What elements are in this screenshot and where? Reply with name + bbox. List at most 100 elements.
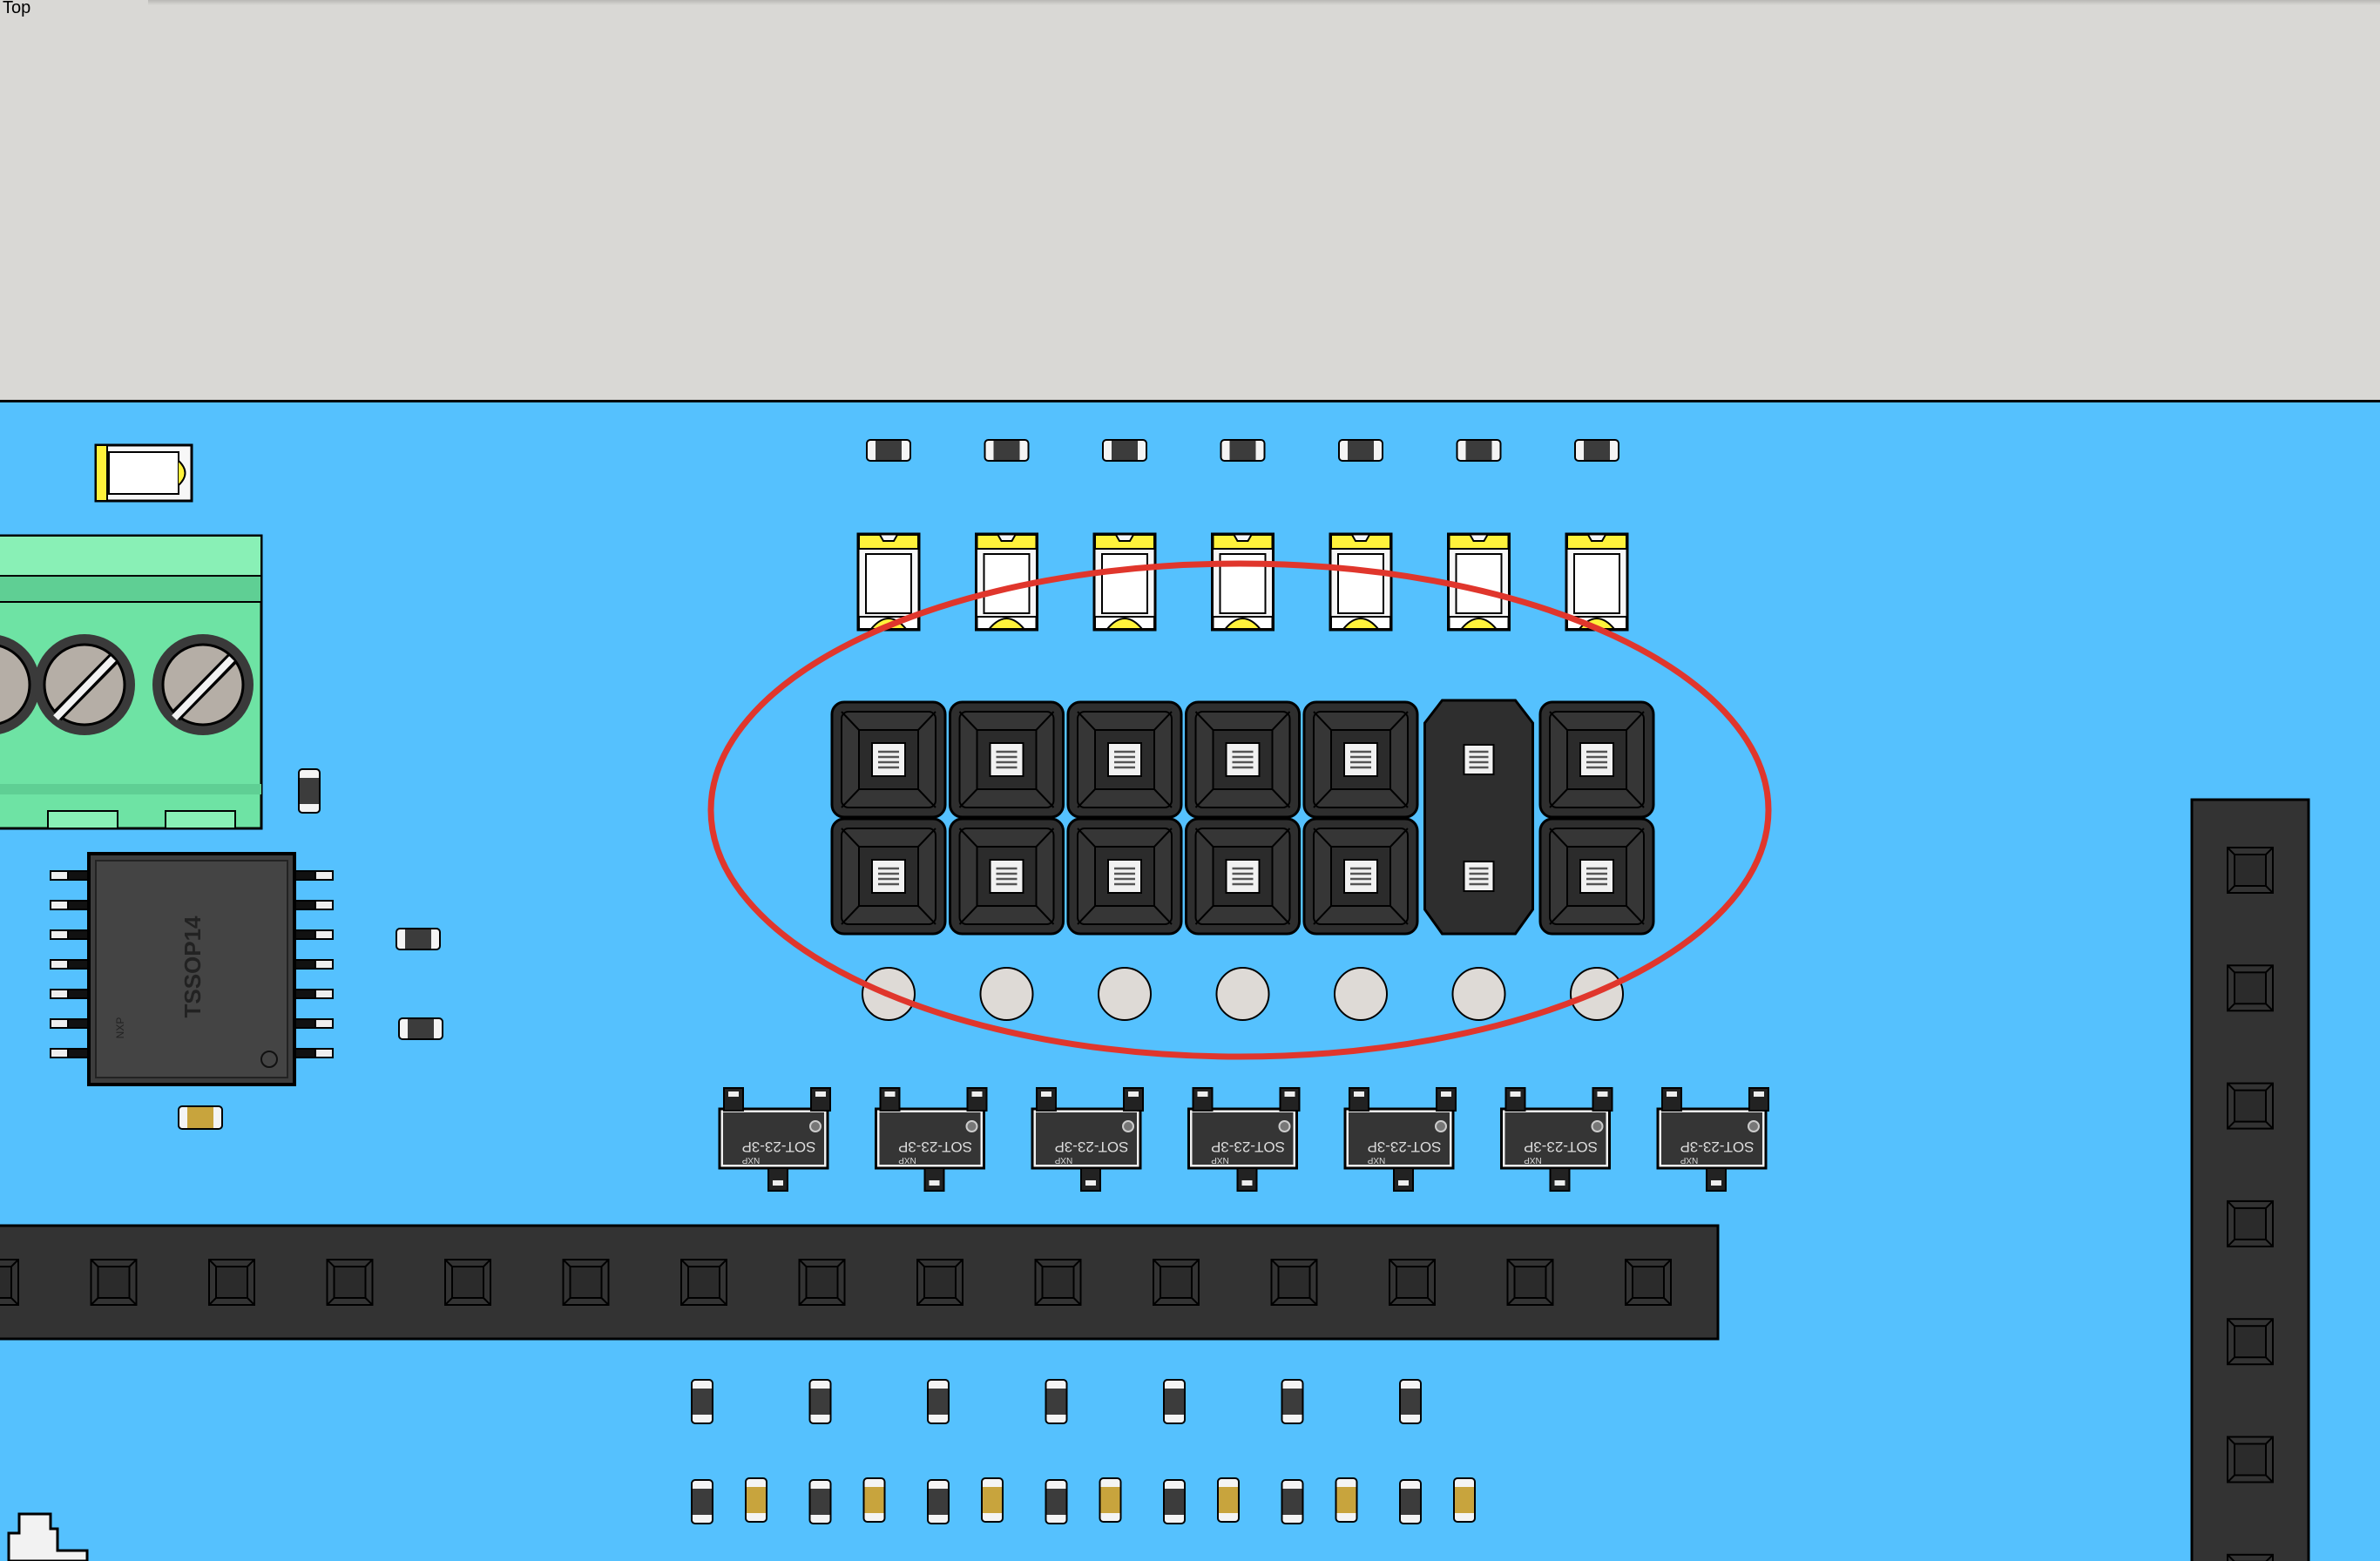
ic-tssop14[interactable]: TSSOP14 NXP (50, 852, 334, 1086)
transistor-sot23[interactable] (718, 1086, 832, 1193)
ic-pin (50, 959, 69, 970)
pcb-board[interactable] (0, 400, 2380, 1561)
component-partial[interactable] (7, 1512, 89, 1561)
ic-package-label: TSSOP14 (179, 916, 206, 1018)
test-pad[interactable] (1215, 967, 1270, 1021)
resistor[interactable] (1163, 1379, 1186, 1424)
test-pad[interactable] (1451, 967, 1506, 1021)
header-pad[interactable] (2227, 1199, 2274, 1247)
transistor-sot23[interactable] (1343, 1086, 1457, 1193)
resistor[interactable] (1281, 1479, 1304, 1524)
capacitor[interactable] (745, 1477, 767, 1523)
test-pad[interactable] (1098, 967, 1152, 1021)
header-pin[interactable] (830, 700, 947, 819)
test-pad[interactable] (1334, 967, 1388, 1021)
resistor[interactable] (691, 1379, 713, 1424)
header-pad[interactable] (2227, 1553, 2274, 1561)
header-pad[interactable] (90, 1259, 138, 1306)
transistor-sot23[interactable] (1500, 1086, 1613, 1193)
header-pad[interactable] (2227, 1436, 2274, 1483)
capacitor[interactable] (178, 1105, 223, 1130)
test-pad[interactable] (979, 967, 1034, 1021)
header-pad[interactable] (1625, 1259, 1672, 1306)
resistor[interactable] (1399, 1479, 1422, 1524)
capacitor[interactable] (1453, 1477, 1476, 1523)
ic-pin (50, 929, 69, 940)
led-component[interactable] (1565, 532, 1629, 632)
transistor-sot23[interactable] (1656, 1086, 1770, 1193)
header-pad[interactable] (2227, 847, 2274, 894)
header-pad[interactable] (0, 1259, 19, 1306)
resistor[interactable] (1220, 439, 1266, 462)
pin-header-vertical[interactable] (2190, 798, 2310, 1561)
resistor[interactable] (1338, 439, 1383, 462)
header-pin[interactable] (1185, 817, 1301, 936)
transistor-sot23[interactable] (1187, 1086, 1301, 1193)
capacitor[interactable] (1335, 1477, 1358, 1523)
resistor[interactable] (1045, 1479, 1068, 1524)
led-component[interactable] (1211, 532, 1275, 632)
pin-header-2x7[interactable] (830, 699, 1655, 936)
header-pad[interactable] (208, 1259, 255, 1306)
header-pin[interactable] (1302, 700, 1419, 819)
resistor[interactable] (1102, 439, 1147, 462)
resistor[interactable] (927, 1479, 950, 1524)
resistor[interactable] (927, 1379, 950, 1424)
pin-header-horizontal[interactable] (0, 1224, 1720, 1341)
header-pad[interactable] (1389, 1259, 1436, 1306)
header-pin[interactable] (949, 700, 1065, 819)
header-pad[interactable] (444, 1259, 491, 1306)
view-label: Top (3, 0, 31, 17)
transistor-sot23[interactable] (875, 1086, 988, 1193)
header-pad[interactable] (1270, 1259, 1318, 1306)
terminal-block[interactable] (0, 534, 263, 830)
header-pad[interactable] (916, 1259, 963, 1306)
header-pad[interactable] (1153, 1259, 1200, 1306)
capacitor[interactable] (1217, 1477, 1240, 1523)
header-pin-pair-shrouded[interactable] (1423, 699, 1534, 936)
resistor[interactable] (1281, 1379, 1304, 1424)
header-pad[interactable] (680, 1259, 727, 1306)
header-pad[interactable] (562, 1259, 610, 1306)
header-pad[interactable] (1506, 1259, 1554, 1306)
header-pin[interactable] (1538, 700, 1655, 819)
ic-pin (50, 870, 69, 881)
resistor[interactable] (984, 439, 1030, 462)
resistor[interactable] (298, 768, 321, 814)
capacitor[interactable] (862, 1477, 886, 1523)
header-pad[interactable] (2227, 1082, 2274, 1130)
header-pin[interactable] (830, 817, 947, 936)
led-component-topleft[interactable] (94, 443, 193, 503)
resistor[interactable] (808, 1379, 832, 1424)
resistor[interactable] (396, 928, 441, 950)
resistor[interactable] (1163, 1479, 1186, 1524)
header-pin[interactable] (1066, 817, 1183, 936)
led-component[interactable] (1092, 532, 1157, 632)
header-pin[interactable] (1538, 817, 1655, 936)
led-component[interactable] (1447, 532, 1511, 632)
header-pad[interactable] (2227, 1318, 2274, 1366)
header-pin[interactable] (1185, 700, 1301, 819)
header-pin[interactable] (1066, 700, 1183, 819)
transistor-sot23[interactable] (1031, 1086, 1145, 1193)
header-pad[interactable] (798, 1259, 846, 1306)
resistor[interactable] (691, 1479, 713, 1524)
resistor[interactable] (1574, 439, 1619, 462)
header-pad[interactable] (2227, 964, 2274, 1012)
header-pad[interactable] (1034, 1259, 1082, 1306)
resistor[interactable] (1045, 1379, 1068, 1424)
resistor[interactable] (808, 1479, 832, 1524)
header-pin[interactable] (1302, 817, 1419, 936)
header-pad[interactable] (326, 1259, 374, 1306)
resistor-row-top (866, 439, 1619, 462)
led-component[interactable] (1329, 532, 1393, 632)
resistor[interactable] (398, 1017, 443, 1040)
header-pin[interactable] (949, 817, 1065, 936)
resistor[interactable] (1399, 1379, 1422, 1424)
capacitor[interactable] (981, 1477, 1004, 1523)
capacitor[interactable] (1099, 1477, 1122, 1523)
resistor[interactable] (866, 439, 911, 462)
resistor[interactable] (1456, 439, 1502, 462)
